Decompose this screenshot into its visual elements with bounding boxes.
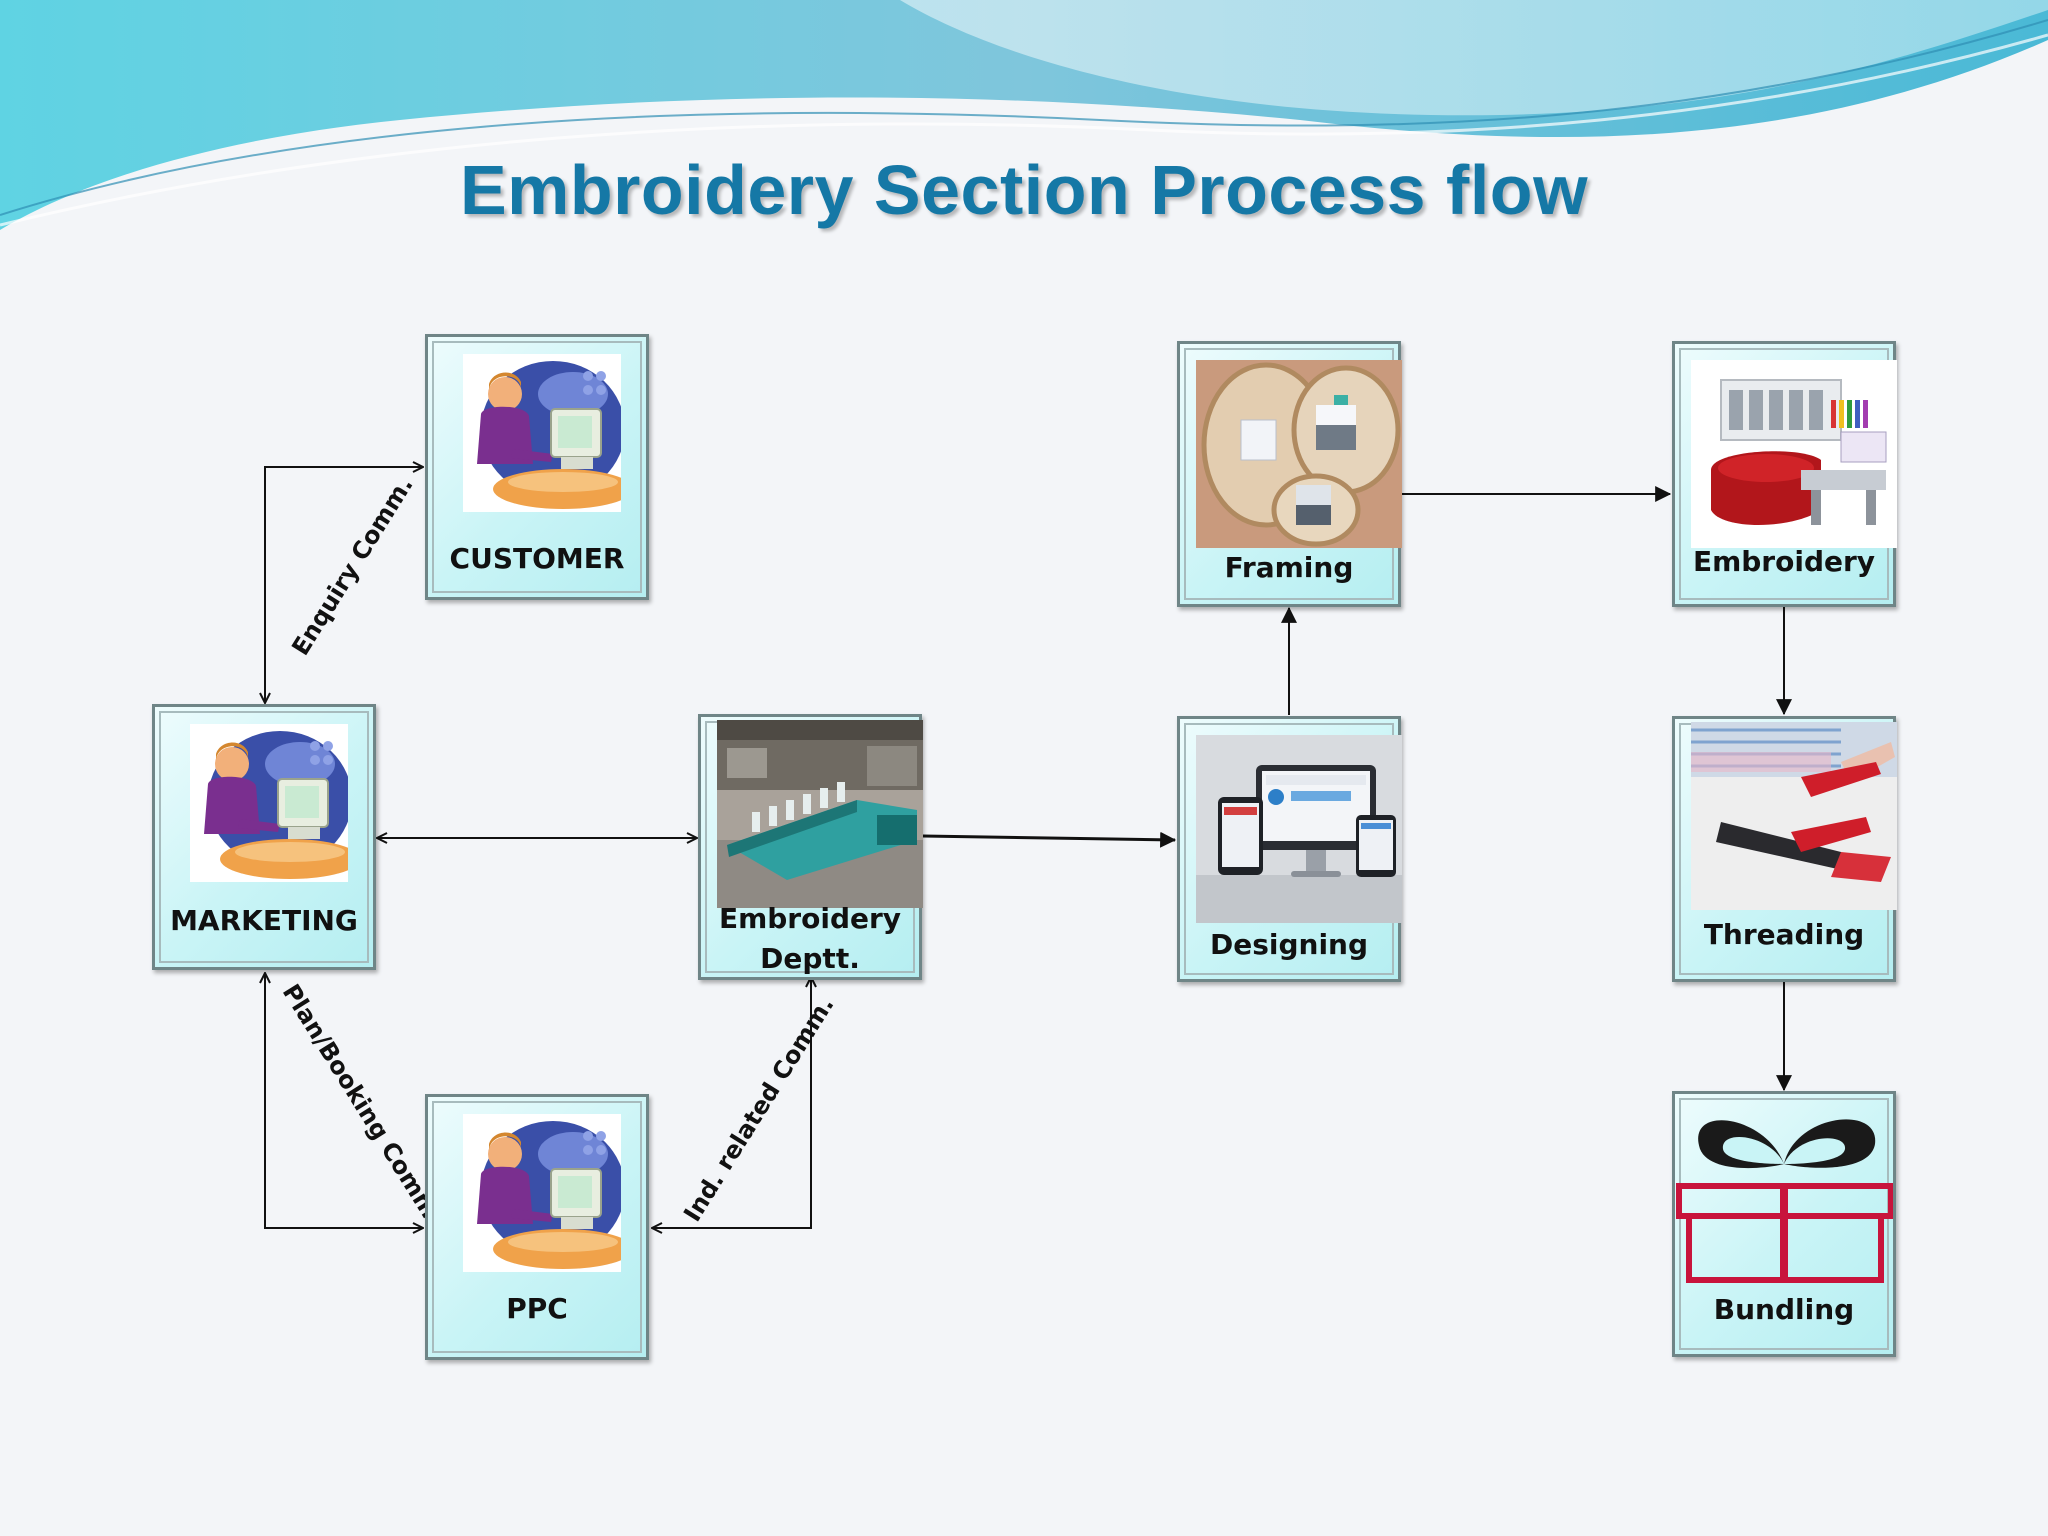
page-title: Embroidery Section Process flow	[459, 151, 1589, 229]
person-at-computer-icon	[463, 1114, 621, 1272]
node-label: Threading	[1703, 918, 1865, 951]
node-ppc[interactable]: PPC	[425, 1094, 649, 1360]
plan-booking-connector	[265, 973, 423, 1228]
node-customer[interactable]: CUSTOMER	[425, 334, 649, 600]
enquiry-connector	[265, 467, 423, 703]
node-bundling[interactable]: Bundling	[1672, 1091, 1896, 1357]
node-label-line2: Deptt.	[760, 942, 860, 975]
node-label: Designing	[1209, 928, 1369, 961]
node-label: PPC	[506, 1292, 568, 1325]
node-label: Bundling	[1713, 1293, 1855, 1326]
node-label: Framing	[1224, 551, 1354, 584]
devices-mockup-photo	[1196, 735, 1402, 923]
node-label: Embroidery	[1692, 545, 1876, 578]
person-at-computer-icon	[190, 724, 348, 882]
embroidery-machine-photo	[1691, 360, 1897, 548]
wave-banner	[0, 0, 2048, 230]
ind-related-connector	[652, 977, 811, 1228]
thread-scissors-photo	[1691, 722, 1897, 910]
person-at-computer-icon	[463, 354, 621, 512]
node-embroidery[interactable]: Embroidery	[1672, 341, 1897, 607]
embroidery-hoops-photo	[1196, 360, 1402, 548]
node-threading[interactable]: Threading	[1672, 716, 1897, 982]
node-marketing[interactable]: MARKETING	[152, 704, 376, 970]
node-label: CUSTOMER	[449, 542, 625, 575]
node-label-line1: Embroidery	[718, 902, 902, 935]
node-framing[interactable]: Framing	[1177, 341, 1402, 607]
emb-dept-designing-arrow	[922, 831, 1177, 848]
node-label: MARKETING	[170, 904, 358, 937]
node-designing[interactable]: Designing	[1177, 716, 1402, 982]
gift-box-icon	[1675, 1094, 1893, 1294]
node-embroidery-dept[interactable]: Embroidery Deptt.	[698, 714, 923, 980]
embroidery-machines-photo	[717, 720, 923, 908]
